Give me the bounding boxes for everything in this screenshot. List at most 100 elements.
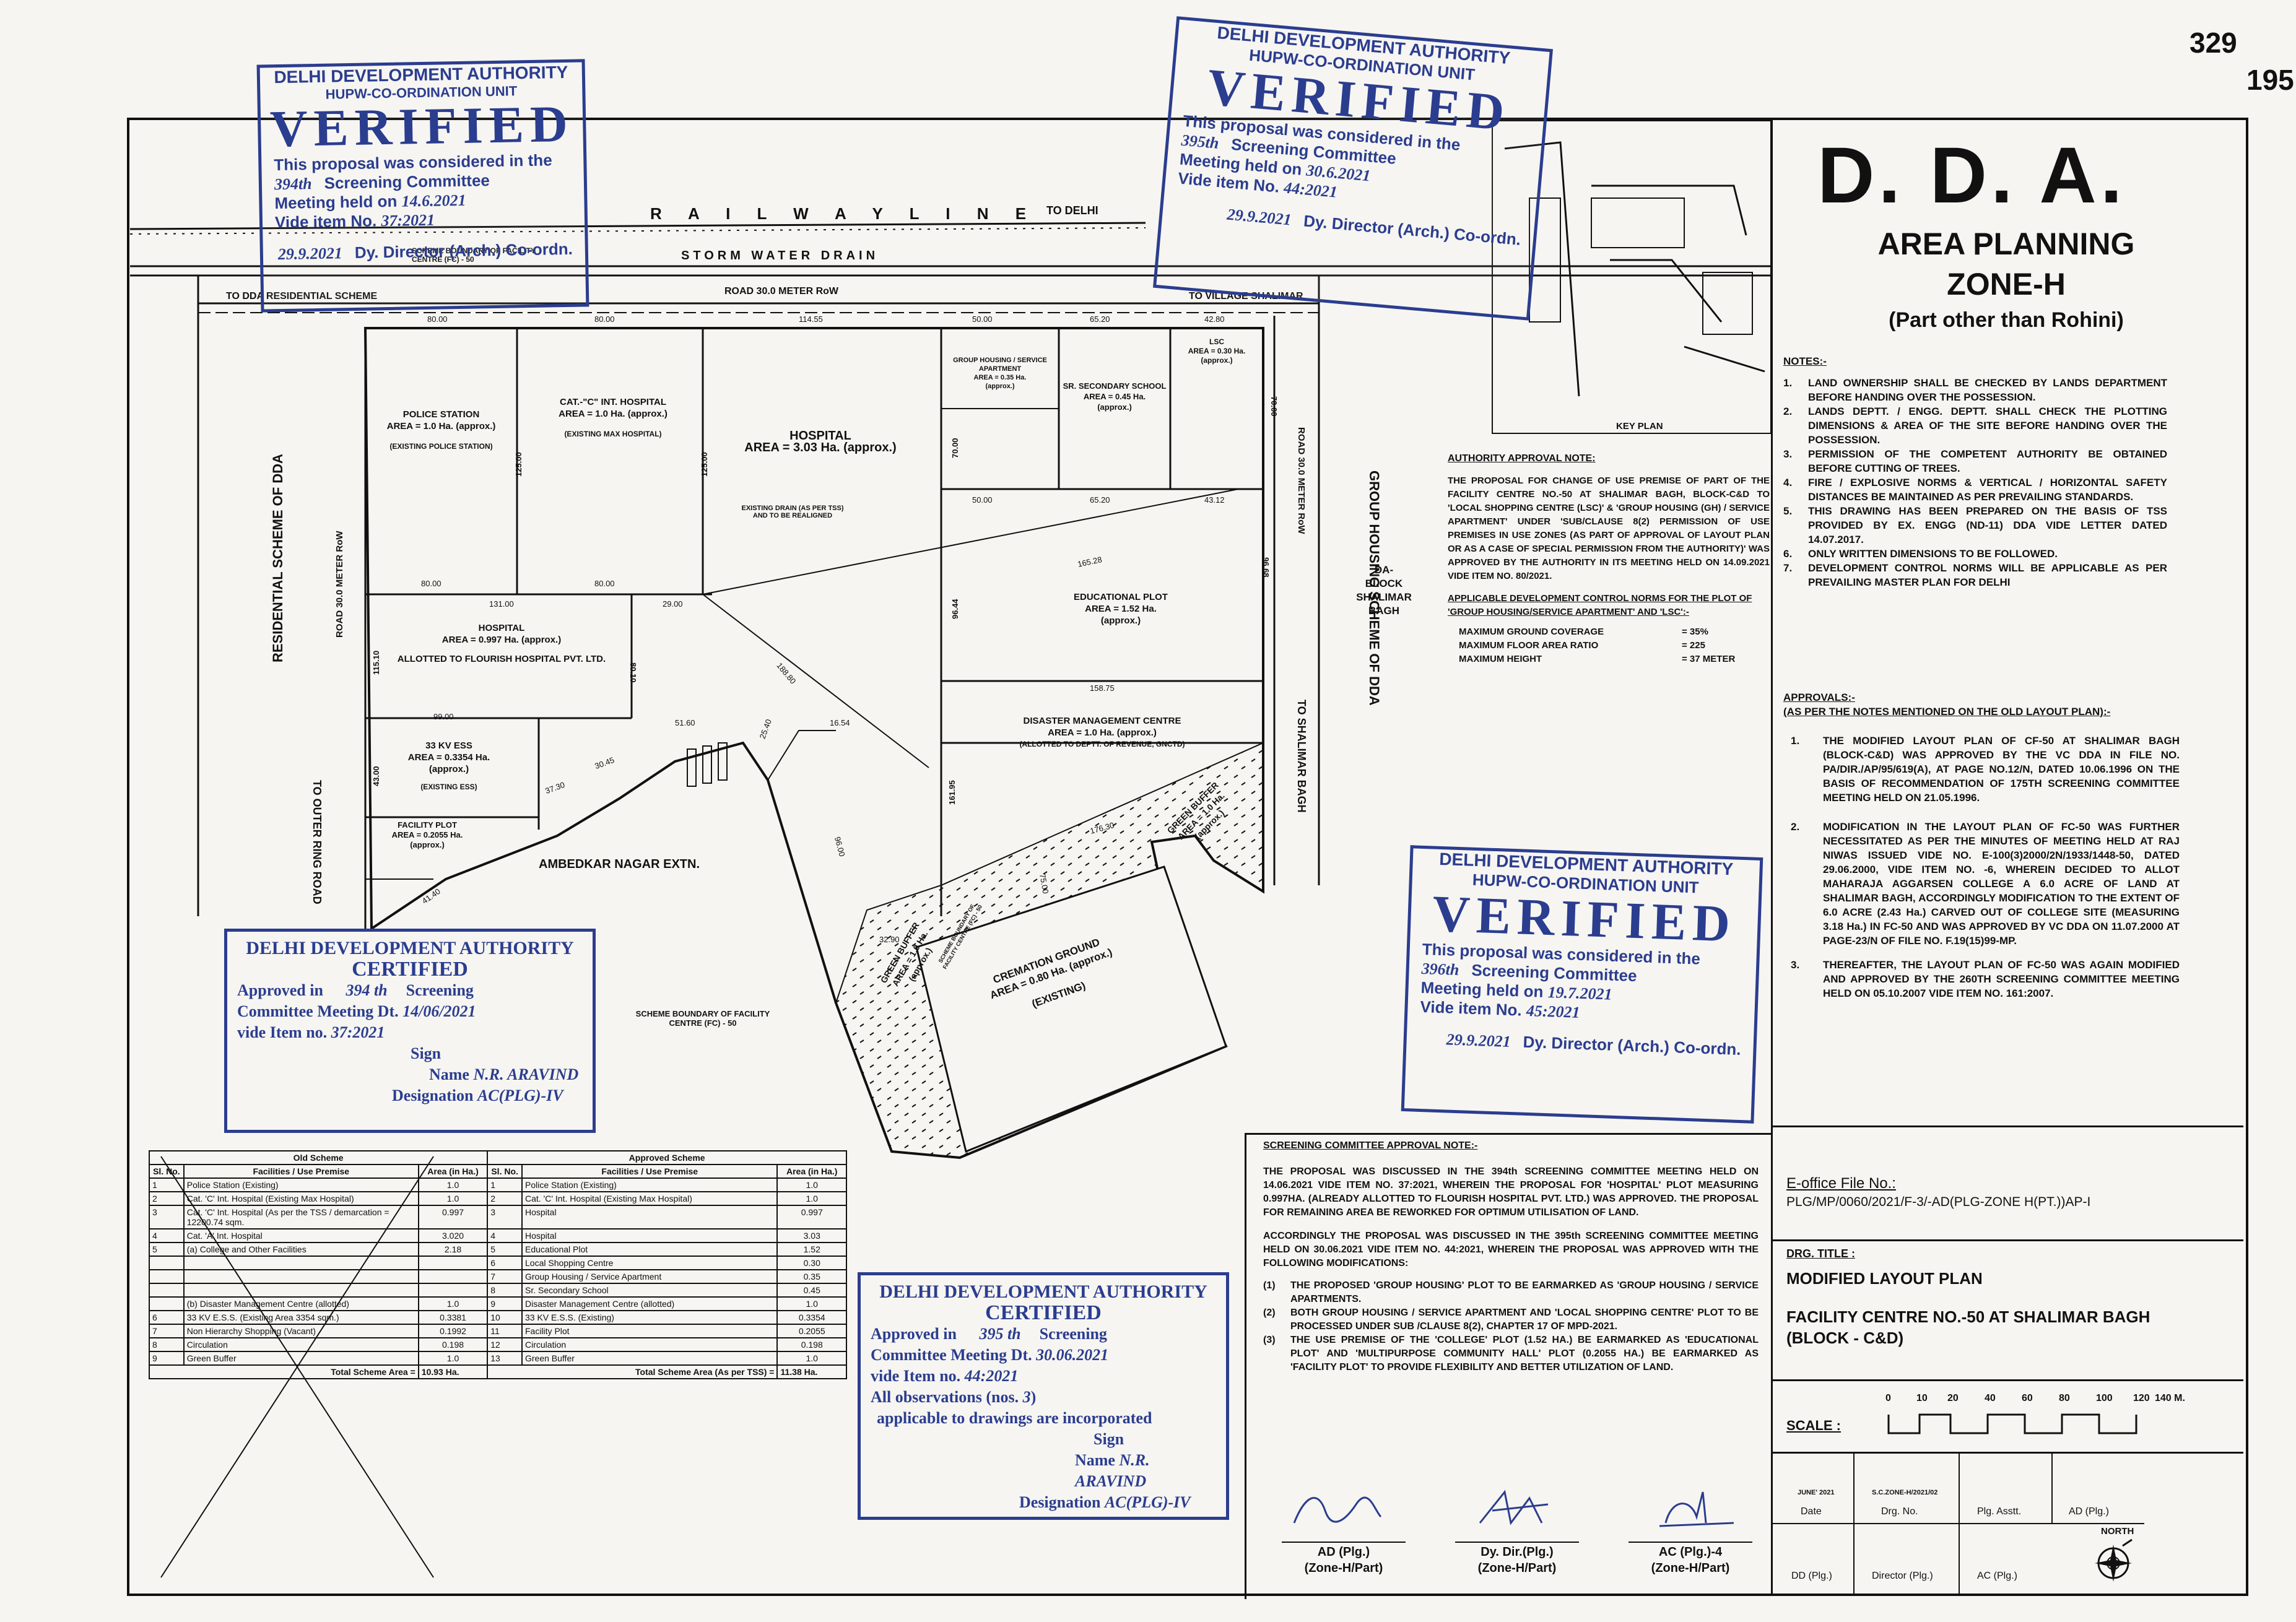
plot-name: HOSPITAL xyxy=(789,429,851,443)
table-row: (b) Disaster Management Centre (allotted… xyxy=(149,1296,847,1311)
drawing-frame xyxy=(127,118,2248,1596)
north-label: NORTH xyxy=(2101,1526,2134,1537)
dimension-label: 96.68 xyxy=(1261,557,1271,578)
dimension-label: 115.10 xyxy=(372,650,381,675)
total-old-label: Total Scheme Area = xyxy=(149,1364,419,1379)
new-area: 0.198 xyxy=(776,1337,847,1352)
drg-title-label: DRG. TITLE : xyxy=(1786,1247,1855,1260)
cert-text: Approved in xyxy=(871,1325,957,1343)
cert-org: DELHI DEVELOPMENT AUTHORITY xyxy=(246,938,574,958)
old-area: 1.0 xyxy=(417,1351,489,1366)
title-divider xyxy=(1773,1239,2243,1241)
new-sl: 13 xyxy=(487,1351,523,1366)
cert-text: vide Item no. xyxy=(871,1367,961,1385)
col-ad-plg: AD (Plg.) xyxy=(2069,1506,2109,1517)
grid-line xyxy=(1959,1452,1960,1594)
approved-scheme-heading: Approved Scheme xyxy=(487,1150,847,1165)
new-facility: Sr. Secondary School xyxy=(521,1283,778,1298)
dimension-label: 131.00 xyxy=(489,599,514,609)
plot-note-existing: (EXISTING ESS) xyxy=(420,783,477,791)
old-facility xyxy=(183,1256,419,1270)
scale-tick: 40 xyxy=(1985,1393,1996,1403)
grid-line xyxy=(2051,1452,2053,1523)
verified-stamp-396: DELHI DEVELOPMENT AUTHORITY HUPW-CO-ORDI… xyxy=(1401,845,1763,1124)
scheme-boundary-bottom-label: SCHEME BOUNDARY OF FACILITY CENTRE (FC) … xyxy=(635,1009,770,1028)
plot-area: AREA = 1.0 Ha. (approx.) xyxy=(1048,727,1157,738)
new-facility: Green Buffer xyxy=(521,1351,778,1366)
old-facility: Cat. 'A' Int. Hospital xyxy=(183,1228,419,1243)
dimension-label: 70.00 xyxy=(950,438,960,458)
new-facility: Hospital xyxy=(521,1205,778,1230)
certified-stamp-395: DELHI DEVELOPMENT AUTHORITY CERTIFIED Ap… xyxy=(858,1272,1229,1520)
col-dd-plg: DD (Plg.) xyxy=(1791,1571,1832,1581)
plot-note: (approx.) xyxy=(1201,356,1233,365)
new-area: 0.45 xyxy=(776,1283,847,1298)
cert-text: Sign xyxy=(1094,1430,1124,1448)
cert-handwritten: 14/06/2021 xyxy=(402,1002,476,1020)
cert-line: Committee Meeting Dt. 30.06.2021 xyxy=(871,1345,1216,1366)
new-sl: 9 xyxy=(487,1296,523,1311)
old-facility xyxy=(183,1283,419,1298)
total-old-value: 10.93 Ha. xyxy=(417,1364,489,1379)
signature-block: AD (Plg.) (Zone-H/Part) Dy. Dir.(Plg.) (… xyxy=(1276,1486,1759,1591)
col-drg-no: Drg. No. xyxy=(1881,1506,1918,1517)
plot-area: AREA = 0.30 Ha. xyxy=(1188,347,1246,355)
norm-row: MAXIMUM HEIGHT= 37 METER xyxy=(1448,653,1770,666)
cert-text: Sign xyxy=(411,1044,441,1062)
old-sl xyxy=(149,1296,185,1311)
dimension-label: 80.00 xyxy=(594,314,615,324)
cert-line: Sign xyxy=(237,1043,583,1064)
new-sl: 12 xyxy=(487,1337,523,1352)
stamp-text: Vide item No. xyxy=(1420,997,1523,1020)
plot-sr-secondary-school: SR. SECONDARY SCHOOL AREA = 0.45 Ha. (ap… xyxy=(1062,381,1167,412)
storm-water-drain-label: STORM WATER DRAIN xyxy=(681,249,879,262)
drg-title-line1: MODIFIED LAYOUT PLAN xyxy=(1786,1269,1983,1288)
old-facility: (b) Disaster Management Centre (allotted… xyxy=(183,1296,419,1311)
dimension-label: 51.60 xyxy=(675,718,695,727)
norm-label: MAXIMUM FLOOR AREA RATIO xyxy=(1459,640,1599,651)
stamp-signatory: Dy. Director (Arch.) Co-ordn. xyxy=(354,239,573,262)
efile-label: E-office File No.: xyxy=(1786,1175,1896,1192)
dimension-label: 70.00 xyxy=(1269,396,1279,417)
signature-mark xyxy=(1293,1496,1382,1524)
old-facility: (a) College and Other Facilities xyxy=(183,1242,419,1257)
approval-item: 3.THEREAFTER, THE LAYOUT PLAN OF FC-50 W… xyxy=(1791,959,2180,999)
note-text: PERMISSION OF THE COMPETENT AUTHORITY BE… xyxy=(1808,448,2167,474)
zone-title: ZONE-H xyxy=(1947,267,2066,301)
plot-area: AREA = 0.2055 Ha. xyxy=(391,830,463,839)
plot-name: HOSPITAL xyxy=(478,623,525,633)
new-area: 1.52 xyxy=(776,1242,847,1257)
old-area: 0.1992 xyxy=(417,1324,489,1338)
scale-tick: 20 xyxy=(1947,1393,1959,1403)
plot-area: AREA = 0.35 Ha. xyxy=(973,374,1027,381)
scale-tick: 140 M. xyxy=(2155,1393,2185,1403)
drain-note-label: EXISTING DRAIN (AS PER TSS) AND TO BE RE… xyxy=(741,505,844,519)
plot-note: (approx.) xyxy=(1100,615,1141,626)
cert-line: Name N.R. ARAVIND xyxy=(237,1064,583,1085)
old-scheme-heading: Old Scheme xyxy=(148,1150,489,1165)
new-area: 1.0 xyxy=(776,1351,847,1366)
new-sl: 11 xyxy=(487,1324,523,1338)
item-number: (3) xyxy=(1263,1335,1276,1345)
cert-line: All observations (nos. 3) xyxy=(871,1388,1037,1406)
stamp-signatory: Dy. Director (Arch.) Co-ordn. xyxy=(1523,1032,1742,1059)
plot-disaster-management: DISASTER MANAGEMENT CENTRE AREA = 1.0 Ha… xyxy=(947,715,1257,750)
scale-label: SCALE : xyxy=(1786,1418,1841,1433)
approval-text: THEREAFTER, THE LAYOUT PLAN OF FC-50 WAS… xyxy=(1823,959,2180,999)
drg-title-line2: FACILITY CENTRE NO.-50 AT SHALIMAR BAGH … xyxy=(1786,1308,2150,1347)
page-number: 329 xyxy=(2189,27,2237,59)
new-sl: 7 xyxy=(487,1269,523,1284)
signature-role: AC (Plg.)-4 xyxy=(1629,1542,1752,1559)
plot-33kv-ess: 33 KV ESS AREA = 0.3354 Ha. (approx.) (E… xyxy=(372,740,526,793)
norm-row: MAXIMUM GROUND COVERAGE= 35% xyxy=(1448,625,1770,639)
cert-text: Name xyxy=(1075,1451,1115,1469)
authority-approval-note: AUTHORITY APPROVAL NOTE: THE PROPOSAL FO… xyxy=(1448,452,1770,666)
stamp-handwritten: 396th xyxy=(1421,959,1459,979)
stamp-handwritten: 19.7.2021 xyxy=(1547,983,1613,1004)
plot-name: SR. SECONDARY SCHOOL xyxy=(1063,381,1167,391)
col-director-plg: Director (Plg.) xyxy=(1872,1571,1933,1581)
stamp-signatory: Dy. Director (Arch.) Co-ordn. xyxy=(1303,211,1522,249)
da-block-label: DA-BLOCK SHALIMAR BAGH xyxy=(1356,564,1412,617)
